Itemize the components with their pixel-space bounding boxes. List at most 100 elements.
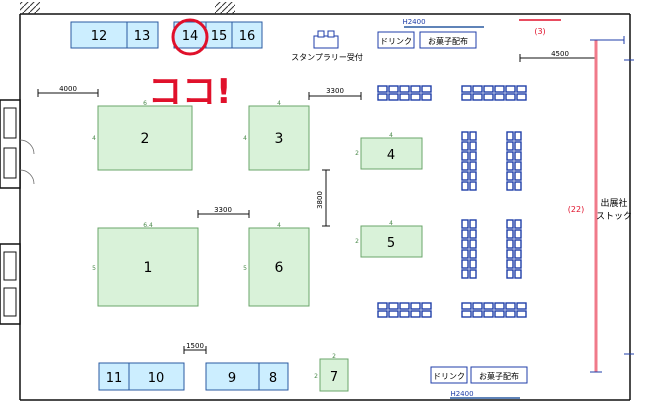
- chair-area: [377, 85, 527, 318]
- chair: [461, 141, 469, 151]
- chair: [461, 161, 469, 171]
- booth-2-label: 2: [141, 131, 150, 147]
- booth-1[interactable]: 1: [97, 227, 199, 307]
- chair: [516, 302, 527, 310]
- booth-9[interactable]: 9: [205, 362, 260, 391]
- dim-four-top-4: 4: [389, 132, 393, 139]
- chair: [494, 93, 505, 101]
- booth-13-label: 13: [134, 29, 151, 44]
- chair: [514, 219, 522, 229]
- chair: [461, 85, 472, 93]
- chair: [421, 302, 432, 310]
- chair: [506, 161, 514, 171]
- booth-15[interactable]: 15: [205, 21, 233, 49]
- dim-two-left-4: 2: [355, 150, 359, 157]
- chair: [516, 85, 527, 93]
- drink-station-bottom: ドリンク: [430, 366, 468, 384]
- chair: [514, 249, 522, 259]
- chair: [469, 181, 477, 191]
- chair: [472, 85, 483, 93]
- stock-count: (22): [568, 205, 584, 214]
- chair: [461, 269, 469, 279]
- snack-top-label: お菓子配布: [428, 36, 468, 46]
- chair: [410, 302, 421, 310]
- booth-5[interactable]: 5: [360, 225, 423, 258]
- chair: [514, 131, 522, 141]
- h2400-top: H2400: [402, 18, 425, 26]
- dim-3300-mid: 3300: [214, 206, 232, 214]
- booth-2[interactable]: 2: [97, 105, 193, 171]
- stock-line1: 出展社: [600, 197, 627, 209]
- booth-15-label: 15: [211, 29, 228, 44]
- dim-4500: 4500: [551, 50, 569, 58]
- chair: [514, 171, 522, 181]
- chair: [461, 151, 469, 161]
- dim-four-top-5: 4: [389, 220, 393, 227]
- booth-5-label: 5: [387, 236, 395, 251]
- chair: [494, 85, 505, 93]
- chair: [483, 310, 494, 318]
- chair: [514, 141, 522, 151]
- snack-station-bottom: お菓子配布: [470, 366, 528, 384]
- booth-14[interactable]: 14: [173, 21, 207, 49]
- booth-10-label: 10: [148, 371, 165, 386]
- chair: [514, 259, 522, 269]
- booth-12[interactable]: 12: [70, 21, 128, 49]
- chair: [472, 302, 483, 310]
- chair: [505, 302, 516, 310]
- booth-13[interactable]: 13: [126, 21, 159, 49]
- chair: [399, 310, 410, 318]
- stock-line-ends: [590, 36, 634, 373]
- booth-4[interactable]: 4: [360, 137, 423, 170]
- chair: [388, 85, 399, 93]
- chair: [514, 239, 522, 249]
- chair: [461, 239, 469, 249]
- chair: [461, 131, 469, 141]
- chair: [514, 151, 522, 161]
- chair: [506, 171, 514, 181]
- chair: [388, 302, 399, 310]
- chair: [483, 85, 494, 93]
- dim-four-top-6: 4: [277, 222, 281, 229]
- stamp-rally-desk: [313, 30, 339, 49]
- booth-7[interactable]: 7: [319, 358, 349, 392]
- dim-six-top: 6: [143, 100, 147, 107]
- chair: [469, 171, 477, 181]
- chair: [377, 93, 388, 101]
- chair: [461, 171, 469, 181]
- booth-3[interactable]: 3: [248, 105, 310, 171]
- chair: [506, 239, 514, 249]
- booth-10[interactable]: 10: [128, 362, 185, 391]
- chair: [514, 161, 522, 171]
- chair: [410, 85, 421, 93]
- booth-16[interactable]: 16: [231, 21, 263, 49]
- chair: [506, 141, 514, 151]
- chair: [410, 310, 421, 318]
- chair: [469, 239, 477, 249]
- chair: [469, 141, 477, 151]
- dim-four-left-2: 4: [92, 135, 96, 142]
- chair: [506, 131, 514, 141]
- booth-8-label: 8: [269, 371, 277, 386]
- chair: [472, 93, 483, 101]
- dim-two-top-7: 2: [332, 353, 336, 360]
- booth-6[interactable]: 6: [248, 227, 310, 307]
- chair: [461, 93, 472, 101]
- chair: [483, 93, 494, 101]
- chair: [514, 269, 522, 279]
- booth-8[interactable]: 8: [258, 362, 289, 391]
- chair: [506, 269, 514, 279]
- chair: [410, 93, 421, 101]
- chair: [506, 259, 514, 269]
- chair: [469, 259, 477, 269]
- chair: [461, 229, 469, 239]
- chair: [461, 181, 469, 191]
- booth-11[interactable]: 11: [98, 362, 130, 391]
- chair: [421, 93, 432, 101]
- chair: [388, 310, 399, 318]
- booth-4-label: 4: [387, 148, 395, 163]
- chair: [461, 259, 469, 269]
- chair: [421, 310, 432, 318]
- chair: [377, 85, 388, 93]
